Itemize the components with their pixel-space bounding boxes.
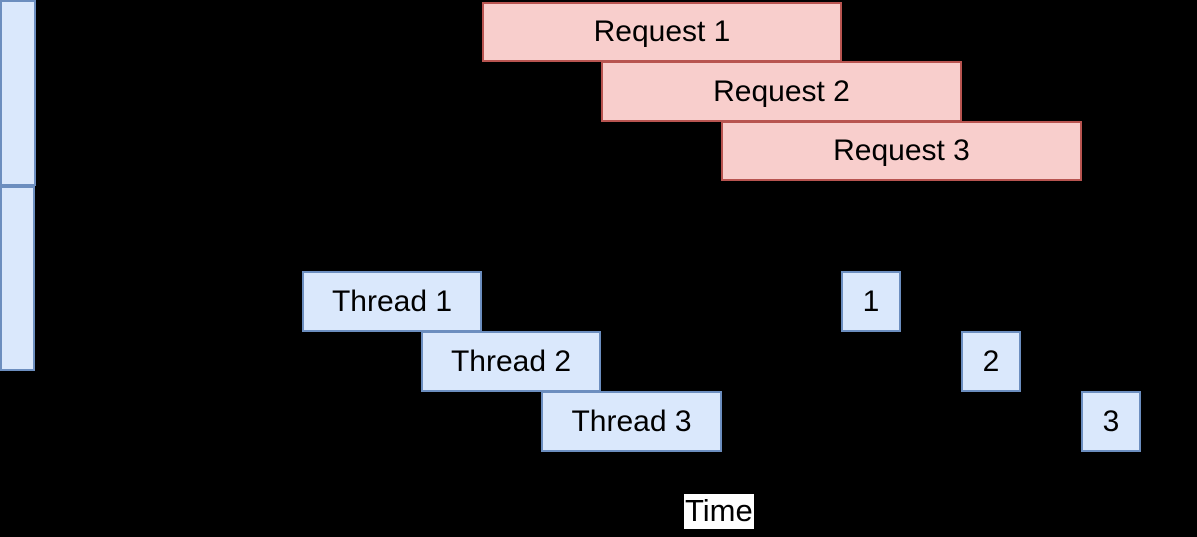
thread-bar-3-label: Thread 3 xyxy=(571,404,692,438)
completion-box-3-label: 3 xyxy=(1102,404,1120,438)
request-bar-3-label: Request 3 xyxy=(833,134,970,167)
left-thread-bar xyxy=(0,0,36,186)
time-axis-label: Time xyxy=(684,493,754,529)
thread-bar-1: Thread 1 xyxy=(302,271,482,332)
request-bar-1-label: Request 1 xyxy=(593,15,731,48)
completion-box-2: 2 xyxy=(961,331,1021,392)
thread-bar-2: Thread 2 xyxy=(421,331,601,392)
completion-box-1: 1 xyxy=(841,271,901,332)
right-thread-bar xyxy=(0,186,35,371)
thread-bar-3: Thread 3 xyxy=(541,391,722,452)
thread-bar-2-label: Thread 2 xyxy=(450,344,572,378)
completion-box-3: 3 xyxy=(1081,391,1141,452)
completion-box-1-label: 1 xyxy=(862,284,880,318)
thread-bar-1-label: Thread 1 xyxy=(331,284,453,318)
request-bar-2-label: Request 2 xyxy=(713,74,850,108)
completion-box-2-label: 2 xyxy=(982,344,1000,378)
request-bar-3: Request 3 xyxy=(721,121,1082,181)
request-bar-1: Request 1 xyxy=(482,2,842,62)
request-bar-2: Request 2 xyxy=(601,61,962,122)
